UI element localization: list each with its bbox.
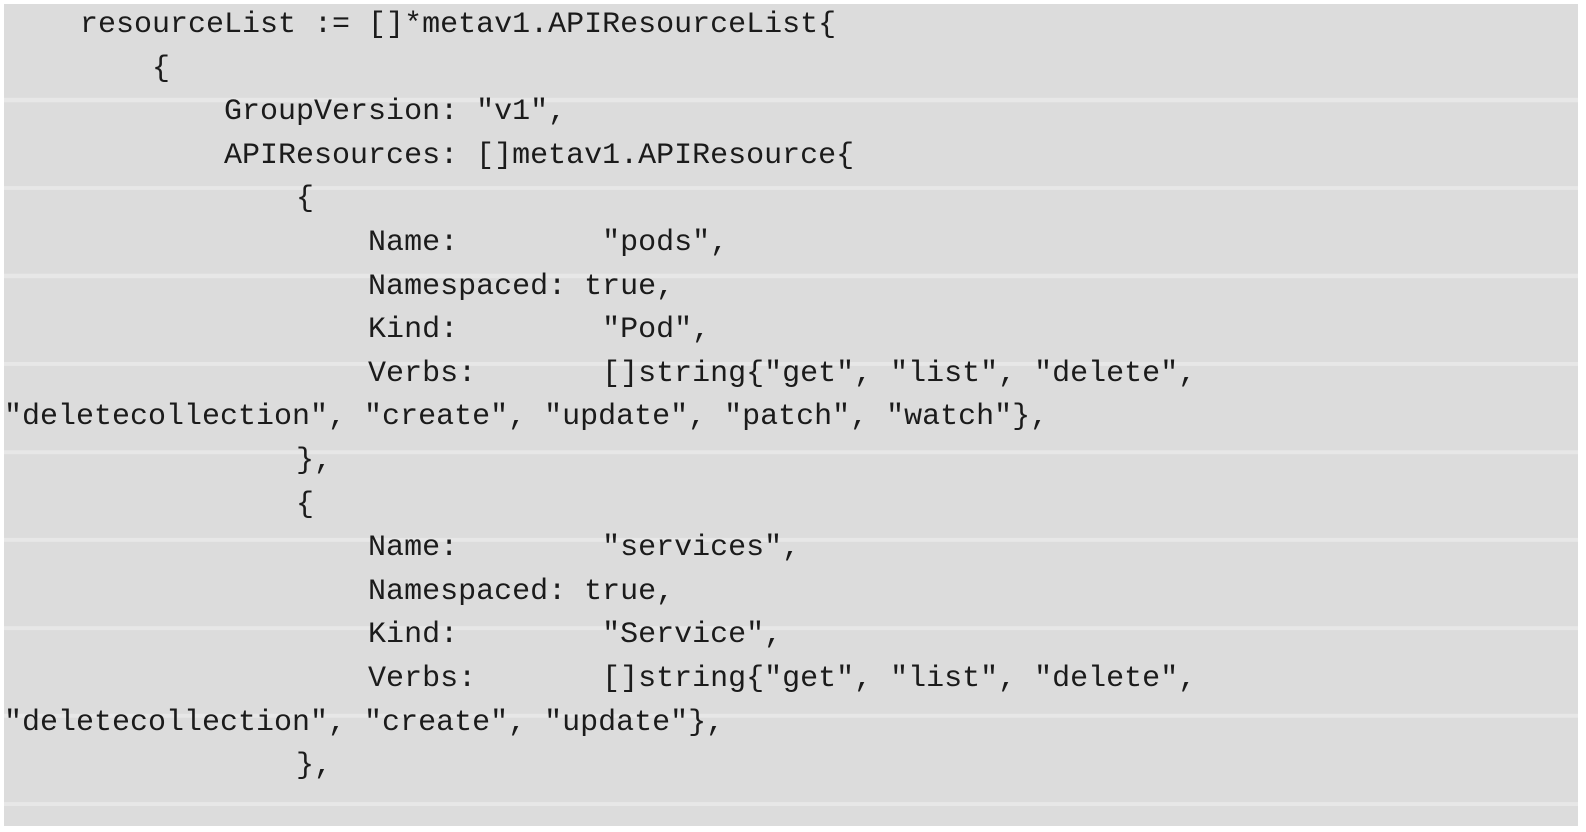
- code-line: Namespaced: true,: [8, 574, 675, 609]
- code-line: Verbs: []string{"get", "list", "delete",: [8, 356, 1197, 391]
- code-line: },: [8, 749, 333, 784]
- code-line: Name: "pods",: [8, 225, 729, 260]
- code-line: Namespaced: true,: [8, 269, 675, 304]
- code-line: },: [8, 443, 333, 478]
- code-line: {: [8, 182, 315, 217]
- code-line: Verbs: []string{"get", "list", "delete",: [8, 661, 1197, 696]
- code-line: GroupVersion: "v1",: [8, 95, 567, 130]
- code-line: Kind: "Pod",: [8, 313, 711, 348]
- code-line-list: resourceList := []*metav1.APIResourceLis…: [4, 4, 1578, 789]
- code-line: {: [8, 51, 171, 86]
- code-line: {: [8, 487, 315, 522]
- code-line: "deletecollection", "create", "update"},: [4, 705, 725, 740]
- code-line: Kind: "Service",: [8, 618, 783, 653]
- code-line: resourceList := []*metav1.APIResourceLis…: [8, 8, 837, 42]
- code-line: APIResources: []metav1.APIResource{: [8, 138, 855, 173]
- code-line: "deletecollection", "create", "update", …: [4, 400, 1049, 435]
- code-block: resourceList := []*metav1.APIResourceLis…: [4, 4, 1578, 826]
- code-line: Name: "services",: [8, 531, 801, 566]
